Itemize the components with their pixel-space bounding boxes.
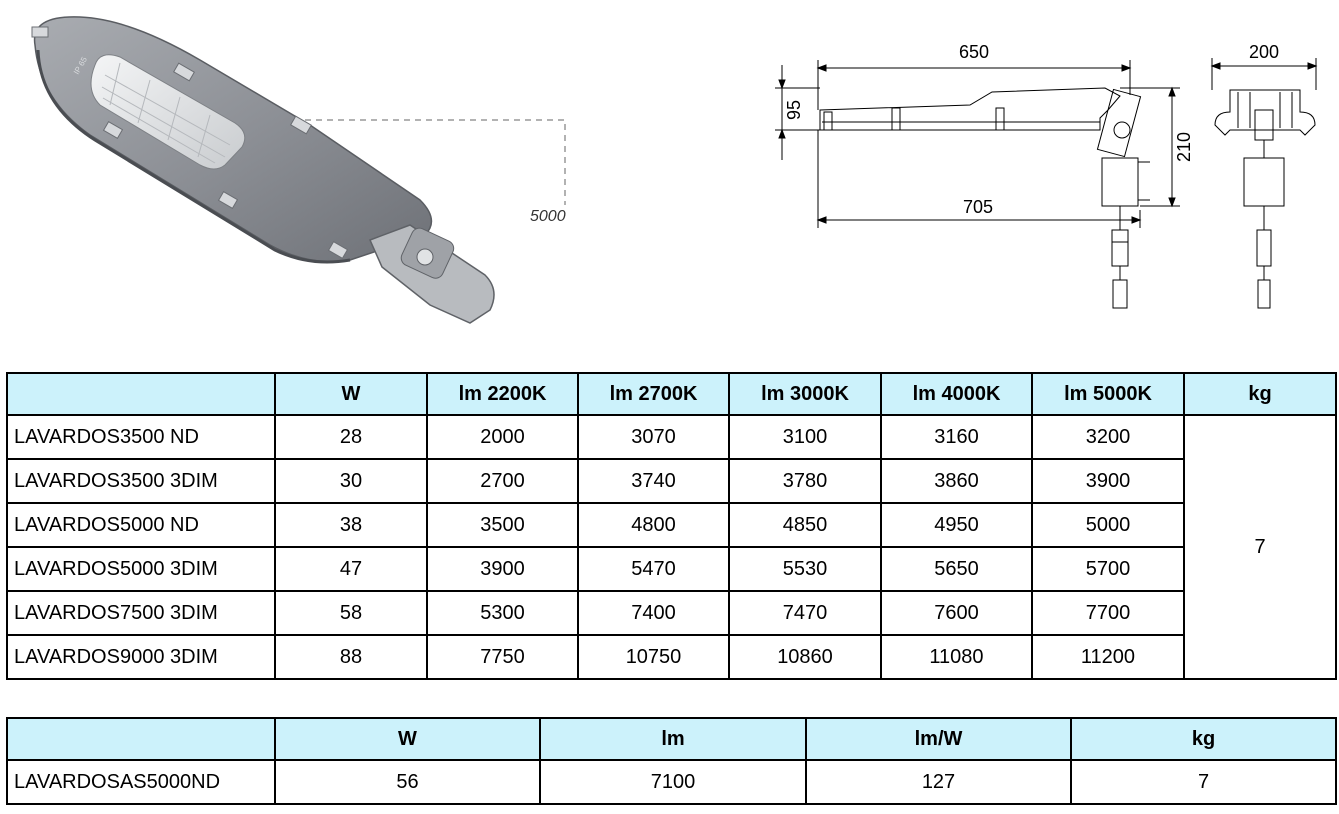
led-panel [90, 54, 246, 170]
lm-cell: 4800 [577, 502, 730, 548]
lm-cell: 3500 [426, 502, 579, 548]
lm-cell: 5000 [1031, 502, 1185, 548]
lm-cell: 2700 [426, 458, 579, 504]
header-model [6, 717, 276, 761]
table-row: LAVARDOS5000 3DIM 47 3900 5470 5530 5650… [6, 546, 1336, 592]
watt-cell: 58 [274, 590, 428, 636]
lm-cell: 3200 [1031, 414, 1185, 460]
dim-width-side: 200 [1249, 42, 1279, 62]
lm-cell: 3740 [577, 458, 730, 504]
lm-cell: 10860 [728, 634, 882, 680]
lm-cell: 4950 [880, 502, 1033, 548]
dim-length-top: 650 [959, 42, 989, 62]
lm-cell: 2000 [426, 414, 579, 460]
lm-cell: 11080 [880, 634, 1033, 680]
lm-cell: 4850 [728, 502, 882, 548]
lm-cell: 10750 [577, 634, 730, 680]
lm-cell: 3900 [426, 546, 579, 592]
dim-length-bottom: 705 [963, 197, 993, 217]
model-cell: LAVARDOS7500 3DIM [6, 590, 276, 636]
header-kg: kg [1183, 372, 1337, 416]
watt-cell: 38 [274, 502, 428, 548]
lm-cell: 5650 [880, 546, 1033, 592]
header-kg: kg [1070, 717, 1337, 761]
model-cell: LAVARDOS5000 ND [6, 502, 276, 548]
table-header-row: W lm 2200K lm 2700K lm 3000K lm 4000K lm… [6, 372, 1337, 416]
watt-cell: 88 [274, 634, 428, 680]
table-row: LAVARDOSAS5000ND 56 7100 127 7 [6, 759, 1337, 805]
lm-cell: 7100 [539, 759, 807, 805]
lm-cell: 7750 [426, 634, 579, 680]
product-image: IP 65 5000 [31, 16, 566, 324]
header-lm-2200k: lm 2200K [426, 372, 579, 416]
product-section: IP 65 5000 [0, 0, 1339, 360]
lm-cell: 5530 [728, 546, 882, 592]
table-row: LAVARDOS9000 3DIM 88 7750 10750 10860 11… [6, 634, 1336, 680]
led-grid [101, 62, 231, 164]
lm-cell: 3160 [880, 414, 1033, 460]
lm-cell: 7600 [880, 590, 1033, 636]
model-cell: LAVARDOS9000 3DIM [6, 634, 276, 680]
housing-clips [31, 26, 349, 260]
lm-cell: 3780 [728, 458, 882, 504]
table-row: LAVARDOS3500 3DIM 30 2700 3740 3780 3860… [6, 458, 1336, 504]
spec-table-as: W lm lm/W kg LAVARDOSAS5000ND 56 7100 12… [6, 717, 1337, 805]
lm-cell: 3070 [577, 414, 730, 460]
header-watt: W [274, 372, 428, 416]
table-row: LAVARDOS3500 ND 28 2000 3070 3100 3160 3… [6, 414, 1337, 680]
lm-cell: 3860 [880, 458, 1033, 504]
table-row: LAVARDOS5000 ND 38 3500 4800 4850 4950 5… [6, 502, 1336, 548]
watt-cell: 30 [274, 458, 428, 504]
watt-cell: 28 [274, 414, 428, 460]
table-row: LAVARDOS7500 3DIM 58 5300 7400 7470 7600… [6, 590, 1336, 636]
lm-cell: 7400 [577, 590, 730, 636]
kg-cell: 7 [1183, 414, 1337, 680]
technical-drawing: 650 705 95 210 200 [775, 42, 1318, 309]
lm-cell: 7700 [1031, 590, 1185, 636]
spec-table-main: W lm 2200K lm 2700K lm 3000K lm 4000K lm… [6, 372, 1337, 680]
lm-per-watt-cell: 127 [805, 759, 1072, 805]
watt-cell: 47 [274, 546, 428, 592]
header-model [6, 372, 276, 416]
header-lm-per-watt: lm/W [805, 717, 1072, 761]
model-cell: LAVARDOS5000 3DIM [6, 546, 276, 592]
lm-cell: 3100 [728, 414, 882, 460]
header-watt: W [274, 717, 541, 761]
header-lm-2700k: lm 2700K [577, 372, 730, 416]
header-lm-3000k: lm 3000K [728, 372, 882, 416]
lm-cell: 5470 [577, 546, 730, 592]
lm-cell: 3900 [1031, 458, 1185, 504]
model-cell: LAVARDOS3500 ND [6, 414, 276, 460]
lm-cell: 7470 [728, 590, 882, 636]
table-header-row: W lm lm/W kg [6, 717, 1337, 761]
lm-cell: 11200 [1031, 634, 1185, 680]
height-label: 5000 [530, 208, 566, 225]
header-lm-4000k: lm 4000K [880, 372, 1033, 416]
model-cell: LAVARDOSAS5000ND [6, 759, 276, 805]
lm-cell: 5700 [1031, 546, 1185, 592]
kg-cell: 7 [1070, 759, 1337, 805]
watt-cell: 56 [274, 759, 541, 805]
header-lm: lm [539, 717, 807, 761]
dim-height-right: 210 [1174, 132, 1194, 162]
model-cell: LAVARDOS3500 3DIM [6, 458, 276, 504]
lm-cell: 5300 [426, 590, 579, 636]
header-lm-5000k: lm 5000K [1031, 372, 1185, 416]
dim-height-left: 95 [784, 100, 804, 120]
